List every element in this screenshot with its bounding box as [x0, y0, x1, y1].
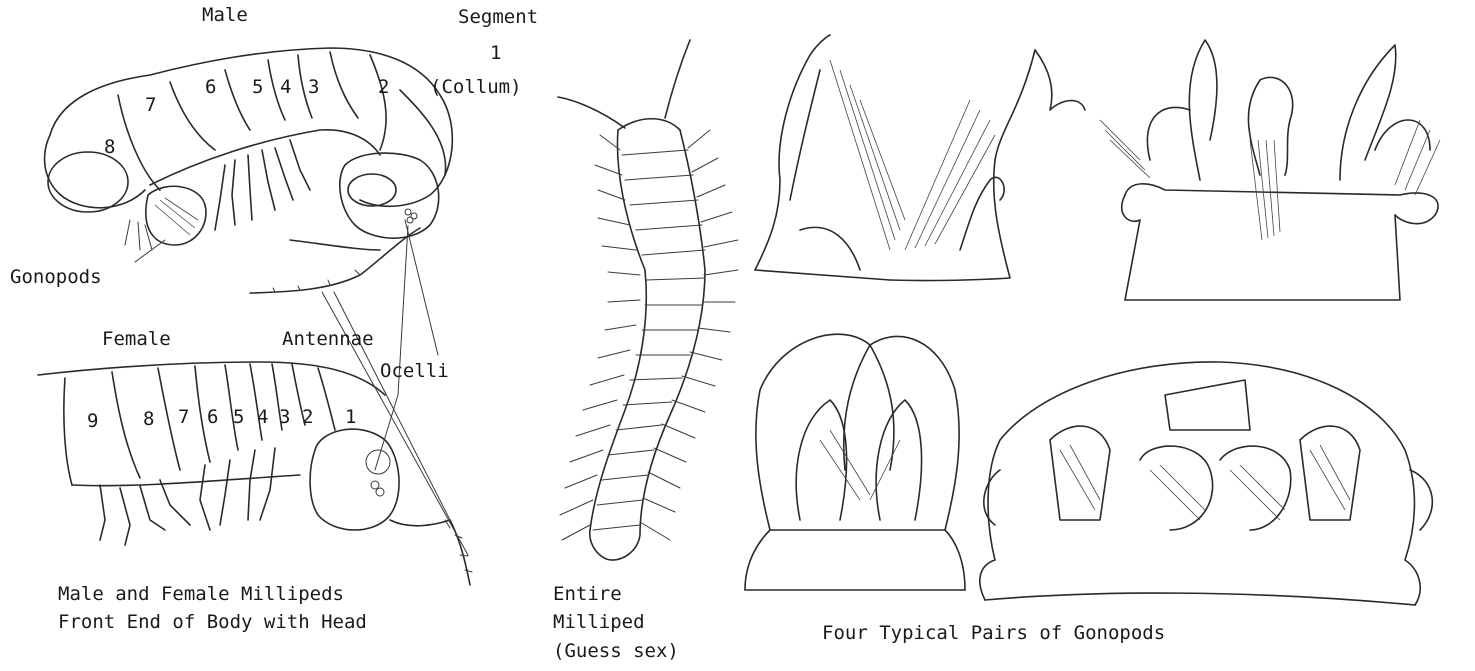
- front-end-caption-line2: Front End of Body with Head: [58, 613, 367, 632]
- male-segment-6: 6: [205, 78, 216, 97]
- segment-number-label: 1: [490, 44, 501, 63]
- female-segment-8: 8: [143, 410, 154, 429]
- male-title: Male: [202, 6, 248, 25]
- female-segment-7: 7: [178, 408, 189, 427]
- segment-label: Segment: [458, 8, 538, 27]
- female-segment-1: 1: [345, 408, 356, 427]
- gonopods-label: Gonopods: [10, 268, 102, 287]
- entire-caption-line2: Milliped: [553, 613, 645, 632]
- female-milliped-drawing: [38, 220, 472, 585]
- collum-label: (Collum): [430, 78, 522, 97]
- entire-caption-line1: Entire: [553, 585, 622, 604]
- gonopod-pair-1-drawing: [755, 35, 1085, 281]
- male-segment-8: 8: [104, 138, 115, 157]
- gonopod-pair-4-drawing: [980, 362, 1433, 605]
- female-segment-4: 4: [257, 408, 268, 427]
- female-segment-9: 9: [87, 412, 98, 431]
- ocelli-label: Ocelli: [380, 362, 449, 381]
- front-end-caption-line1: Male and Female Millipeds: [58, 585, 344, 604]
- male-segment-7: 7: [145, 96, 156, 115]
- gonopods-caption: Four Typical Pairs of Gonopods: [822, 624, 1165, 643]
- female-segment-2: 2: [302, 408, 313, 427]
- male-segment-2: 2: [378, 78, 389, 97]
- gonopod-pair-2-drawing: [1100, 40, 1440, 300]
- female-segment-5: 5: [233, 408, 244, 427]
- entire-caption-line3: (Guess sex): [553, 642, 679, 661]
- male-segment-4: 4: [280, 78, 291, 97]
- entire-milliped-drawing: [558, 40, 738, 560]
- male-segment-5: 5: [252, 78, 263, 97]
- female-segment-6: 6: [207, 408, 218, 427]
- gonopod-pair-3-drawing: [745, 334, 965, 590]
- female-segment-3: 3: [279, 408, 290, 427]
- male-segment-3: 3: [308, 78, 319, 97]
- antennae-label: Antennae: [282, 330, 374, 349]
- female-title: Female: [102, 330, 171, 349]
- male-milliped-drawing: [45, 48, 453, 293]
